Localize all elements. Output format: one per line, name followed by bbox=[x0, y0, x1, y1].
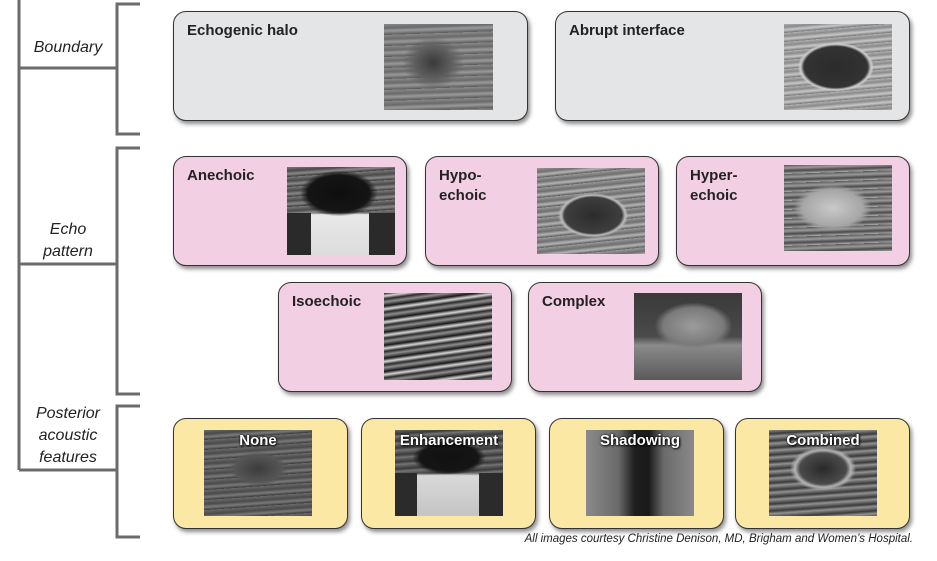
posterior-card-none: None bbox=[173, 418, 348, 529]
posterior-label: Combined bbox=[786, 432, 860, 449]
echo-card-anechoic: Anechoic bbox=[173, 156, 407, 266]
category-label-posterior: Posterior acoustic features bbox=[35, 405, 101, 466]
ultrasound-image bbox=[784, 24, 892, 110]
posterior-bracket bbox=[115, 404, 140, 539]
card-title: Anechoic bbox=[187, 167, 255, 184]
posterior-label: Enhancement bbox=[399, 432, 499, 449]
card-title: Isoechoic bbox=[292, 293, 362, 310]
echo-card-complex: Complex bbox=[528, 282, 762, 392]
ultrasound-image bbox=[384, 24, 493, 110]
image-credit-caption: All images courtesy Christine Denison, M… bbox=[524, 533, 913, 545]
posterior-card-combined: Combined bbox=[735, 418, 910, 529]
echo-card-hypoechoic: Hypo- echoic bbox=[425, 156, 659, 266]
posterior-label: None bbox=[239, 432, 277, 449]
card-title: Complex bbox=[542, 293, 606, 310]
card-title: Hypo- echoic bbox=[439, 167, 487, 204]
echo-card-hyperechoic: Hyper- echoic bbox=[676, 156, 910, 266]
card-title: Echogenic halo bbox=[187, 22, 298, 39]
ultrasound-image: Combined bbox=[769, 430, 877, 516]
ultrasound-image bbox=[384, 293, 492, 380]
category-label-echo-pattern: Echo pattern bbox=[43, 221, 93, 260]
echo-card-isoechoic: Isoechoic bbox=[278, 282, 512, 392]
boundary-card-echogenic-halo: Echogenic halo bbox=[173, 11, 528, 121]
ultrasound-image: Enhancement bbox=[395, 430, 503, 516]
ultrasound-image bbox=[634, 293, 742, 380]
posterior-card-shadowing: Shadowing bbox=[549, 418, 724, 529]
ultrasound-image bbox=[537, 168, 645, 254]
posterior-label: Shadowing bbox=[600, 432, 680, 449]
category-label-boundary: Boundary bbox=[33, 39, 103, 56]
card-title: Abrupt interface bbox=[569, 22, 685, 39]
card-title: Hyper- echoic bbox=[690, 167, 738, 204]
echo-bracket bbox=[115, 146, 140, 396]
boundary-bracket bbox=[115, 2, 140, 136]
posterior-card-enhancement: Enhancement bbox=[361, 418, 536, 529]
ultrasound-image bbox=[287, 167, 395, 255]
boundary-card-abrupt-interface: Abrupt interface bbox=[555, 11, 910, 121]
ultrasound-image bbox=[784, 165, 892, 251]
ultrasound-image: Shadowing bbox=[586, 430, 694, 516]
ultrasound-image: None bbox=[204, 430, 312, 516]
